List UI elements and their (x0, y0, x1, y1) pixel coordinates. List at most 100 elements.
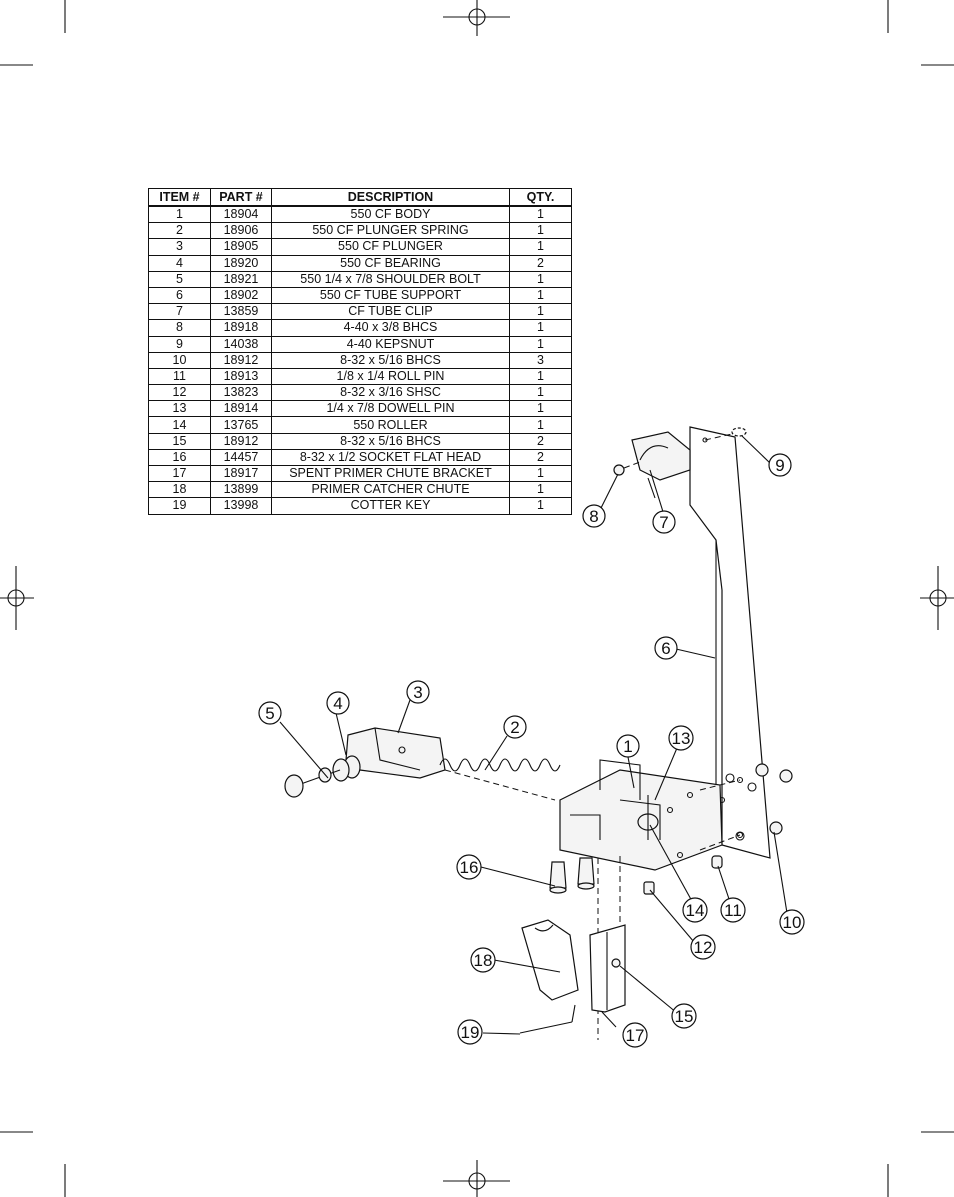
cell-qty: 3 (509, 351, 572, 369)
cell-item: 13 (148, 400, 211, 418)
part-screws-10 (725, 763, 793, 841)
part-spring (439, 758, 561, 801)
cell-part: 18905 (210, 238, 272, 256)
svg-text:8: 8 (589, 507, 598, 526)
svg-text:16: 16 (460, 858, 479, 877)
callout-17: 17 (622, 1022, 648, 1048)
cell-item: 18 (148, 481, 211, 499)
leader-lines (279, 435, 788, 1035)
callout-15: 15 (671, 1003, 697, 1029)
header-description: DESCRIPTION (271, 188, 510, 207)
svg-text:9: 9 (775, 456, 784, 475)
cell-description: COTTER KEY (271, 497, 510, 515)
cell-part: 18912 (210, 432, 272, 450)
cell-qty: 1 (509, 400, 572, 418)
svg-text:15: 15 (675, 1007, 694, 1026)
cell-item: 8 (148, 319, 211, 337)
part-screws-16 (549, 857, 595, 894)
cell-qty: 2 (509, 432, 572, 450)
part-bearings (332, 755, 361, 782)
cell-part: 18912 (210, 351, 272, 369)
callout-14: 14 (682, 897, 708, 923)
cell-part: 18914 (210, 400, 272, 418)
cell-qty: 1 (509, 205, 572, 224)
cell-item: 2 (148, 222, 211, 240)
callout-9: 9 (768, 453, 792, 477)
cell-qty: 1 (509, 238, 572, 256)
cell-part: 14038 (210, 335, 272, 353)
cell-item: 9 (148, 335, 211, 353)
cell-item: 17 (148, 464, 211, 483)
svg-text:1: 1 (623, 737, 632, 756)
svg-text:11: 11 (724, 901, 742, 920)
cell-part: 13765 (210, 416, 272, 434)
cell-part: 18902 (210, 286, 272, 305)
cell-qty: 1 (509, 319, 572, 337)
cell-item: 7 (148, 303, 211, 321)
callout-12: 12 (690, 934, 716, 960)
cell-item: 3 (148, 238, 211, 256)
cell-description: 550 ROLLER (271, 416, 510, 434)
cell-description: 4-40 KEPSNUT (271, 335, 510, 353)
cell-part: 13823 (210, 384, 272, 402)
cell-qty: 1 (509, 335, 572, 353)
cell-part: 18917 (210, 464, 272, 483)
header-qty: QTY. (509, 188, 572, 207)
part-shoulder-bolt (284, 767, 341, 798)
cell-description: 4-40 x 3/8 BHCS (271, 319, 510, 337)
cell-part: 14457 (210, 448, 272, 467)
cell-part: 18918 (210, 319, 272, 337)
table-header-row: ITEM # PART # DESCRIPTION QTY. (148, 188, 572, 207)
cell-description: 1/4 x 7/8 DOWELL PIN (271, 400, 510, 418)
cell-qty: 1 (509, 384, 572, 402)
svg-text:2: 2 (510, 718, 519, 737)
cell-description: 8-32 x 5/16 BHCS (271, 432, 510, 450)
svg-text:18: 18 (474, 951, 493, 970)
cell-qty: 1 (509, 367, 572, 386)
part-roller (637, 795, 659, 840)
cell-item: 5 (148, 270, 211, 288)
cell-description: 8-32 x 3/16 SHSC (271, 384, 510, 402)
callout-1: 1 (616, 734, 640, 758)
callout-2: 2 (503, 715, 527, 739)
cell-qty: 1 (509, 481, 572, 499)
cell-part: 18920 (210, 254, 272, 272)
svg-text:7: 7 (659, 513, 668, 532)
svg-text:5: 5 (265, 704, 274, 723)
svg-text:10: 10 (783, 913, 802, 932)
cell-part: 18913 (210, 367, 272, 386)
cell-item: 10 (148, 351, 211, 369)
cell-qty: 1 (509, 303, 572, 321)
svg-text:4: 4 (333, 694, 342, 713)
part-cotter-key (519, 1004, 576, 1034)
svg-text:13: 13 (672, 729, 691, 748)
cell-description: 550 CF PLUNGER SPRING (271, 222, 510, 240)
callout-19: 19 (457, 1019, 483, 1045)
callout-5: 5 (258, 701, 282, 725)
header-item: ITEM # (148, 188, 211, 207)
cell-item: 11 (148, 367, 211, 386)
svg-text:12: 12 (694, 938, 713, 957)
cell-description: 550 CF PLUNGER (271, 238, 510, 256)
cell-qty: 1 (509, 270, 572, 288)
part-tube-clip (631, 431, 691, 499)
cell-item: 19 (148, 497, 211, 515)
registration-mark-right (920, 566, 954, 630)
cell-item: 14 (148, 416, 211, 434)
cell-item: 16 (148, 448, 211, 467)
cell-description: 550 CF BODY (271, 205, 510, 224)
cell-description: 550 CF BEARING (271, 254, 510, 272)
cell-description: 1/8 x 1/4 ROLL PIN (271, 367, 510, 386)
